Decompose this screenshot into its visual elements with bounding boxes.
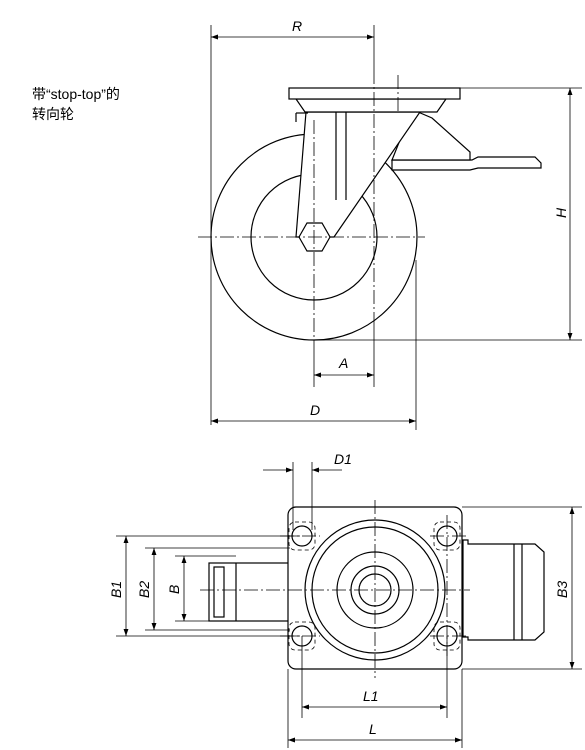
brake-pedal-top xyxy=(462,539,545,641)
dim-label-B1: B1 xyxy=(108,581,124,598)
wheel-top-view xyxy=(208,562,290,622)
dim-label-D1: D1 xyxy=(334,451,352,467)
dim-label-L1: L1 xyxy=(363,688,379,704)
caption-line-2: 转向轮 xyxy=(32,106,74,122)
dim-label-L: L xyxy=(369,721,377,737)
caption: 带“stop-top”的 转向轮 xyxy=(32,84,120,124)
dim-label-B2: B2 xyxy=(136,581,152,598)
top-view xyxy=(208,506,545,670)
side-dimensions xyxy=(210,25,582,430)
top-plate xyxy=(288,87,461,100)
swivel-bearing xyxy=(294,98,448,113)
side-center-lines xyxy=(198,70,425,350)
side-view xyxy=(210,87,542,341)
dim-label-B3: B3 xyxy=(554,581,570,598)
dim-label-B: B xyxy=(166,585,182,594)
top-dimensions xyxy=(116,462,582,748)
caption-line-1: 带“stop-top”的 xyxy=(32,86,120,102)
dim-label-A: A xyxy=(338,355,348,371)
dim-label-D: D xyxy=(310,402,320,418)
dim-label-R: R xyxy=(292,18,302,34)
dim-label-H: H xyxy=(553,207,569,218)
top-center-lines xyxy=(200,500,470,678)
